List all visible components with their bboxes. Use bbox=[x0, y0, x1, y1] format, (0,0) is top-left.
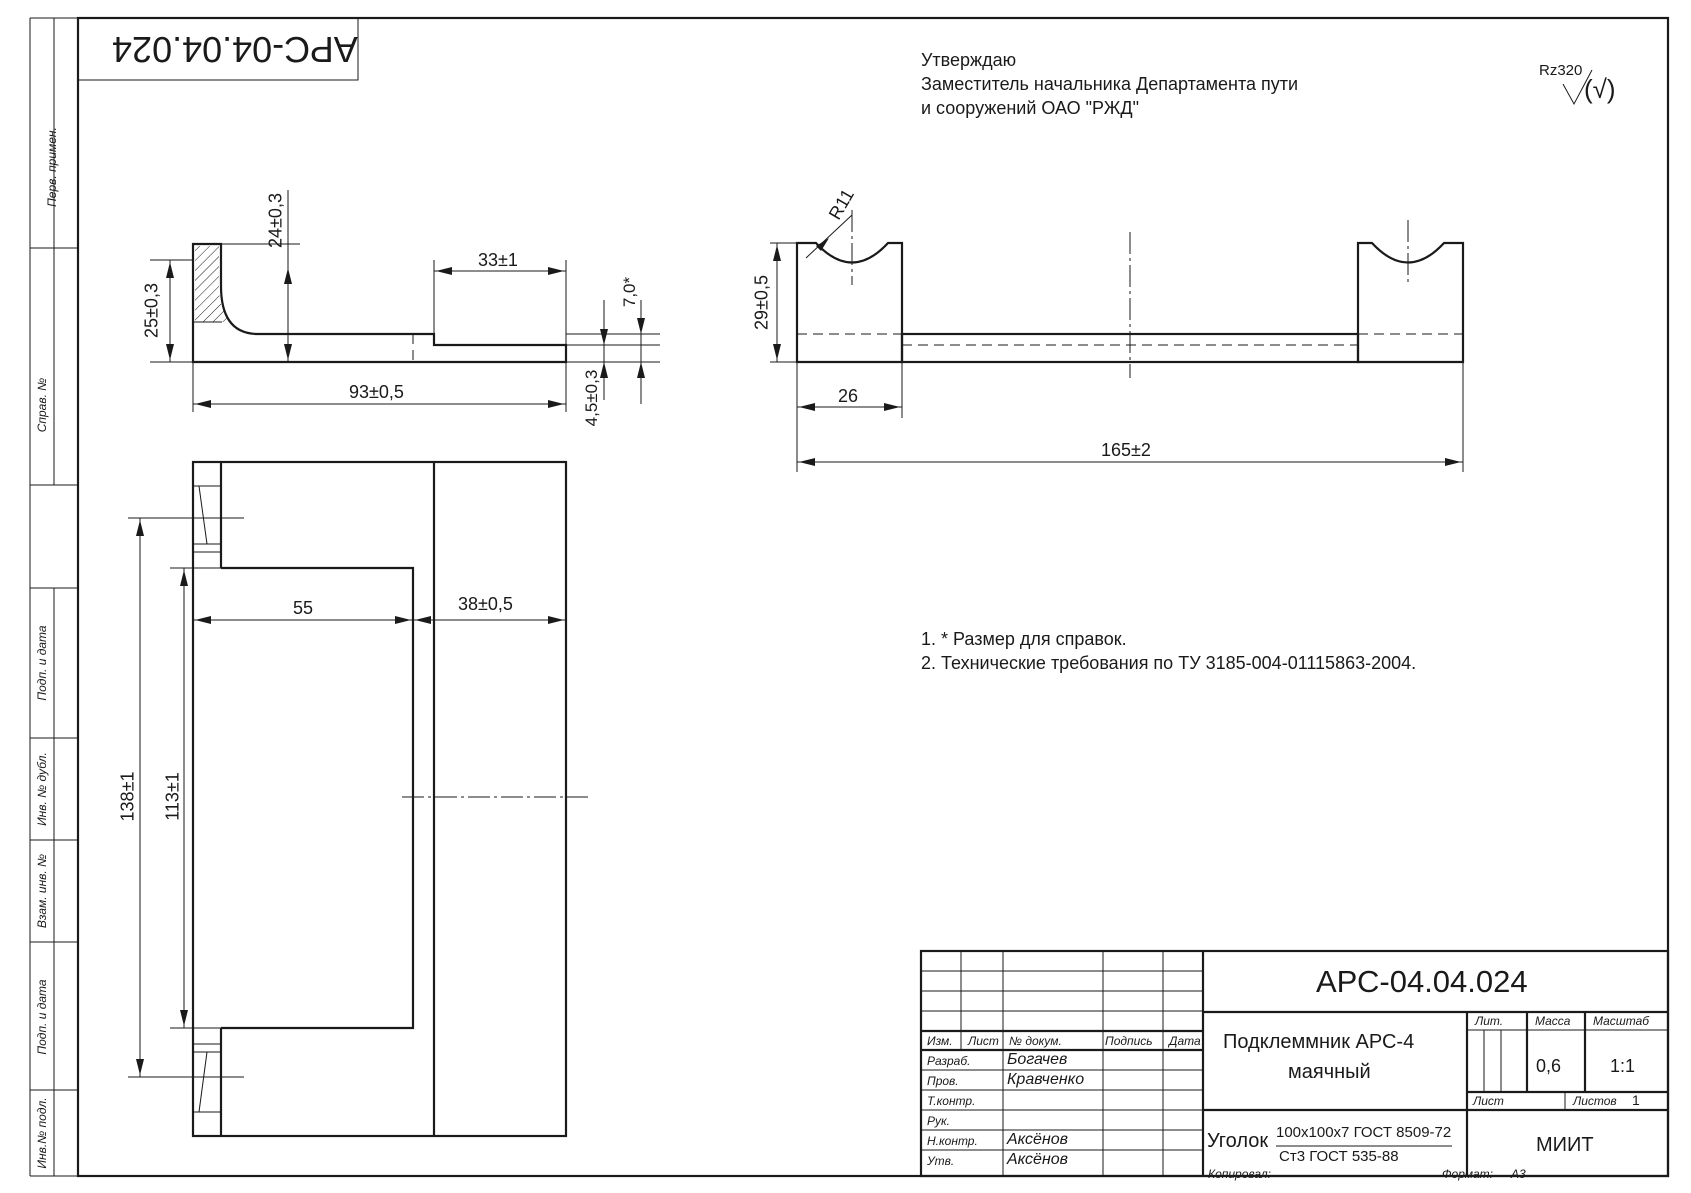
title-block-grid bbox=[919, 949, 1670, 1178]
massa-label: Масса bbox=[1535, 1014, 1571, 1028]
side-label-sprav-no: Справ. № bbox=[35, 377, 49, 433]
title-block-code: АРС-04.04.024 bbox=[1316, 964, 1528, 999]
material-prefix: Уголок bbox=[1207, 1130, 1269, 1152]
format-value: А3 bbox=[1511, 1167, 1526, 1181]
approval-line-3: и сооружений ОАО "РЖД" bbox=[921, 98, 1140, 118]
side-label-podp-data-1: Подп. и дата bbox=[35, 625, 49, 701]
dim-25: 25±0,3 bbox=[141, 283, 162, 338]
dim-29: 29±0,5 bbox=[751, 275, 772, 330]
roughness-symbol bbox=[1562, 69, 1593, 106]
dim-38: 38±0,5 bbox=[458, 594, 513, 614]
drawing-frame bbox=[76, 16, 1670, 1178]
listov-label: Листов bbox=[1573, 1094, 1617, 1108]
roughness-bracket: (√) bbox=[1584, 74, 1616, 104]
note-1: 1. * Размер для справок. bbox=[921, 629, 1127, 649]
listov-value: 1 bbox=[1632, 1092, 1640, 1108]
dim-33: 33±1 bbox=[478, 250, 518, 270]
col-data: Дата bbox=[1169, 1034, 1201, 1048]
organization: МИИТ bbox=[1536, 1134, 1594, 1156]
side-label-strip bbox=[29, 17, 78, 1177]
utv-name: Аксёнов bbox=[1007, 1151, 1068, 1168]
prov-label: Пров. bbox=[927, 1074, 959, 1088]
masshtab-value: 1:1 bbox=[1610, 1056, 1636, 1076]
side-label-podp-data-2: Подп. и дата bbox=[35, 979, 49, 1055]
part-name-line-2: маячный bbox=[1288, 1061, 1371, 1083]
dim-93: 93±0,5 bbox=[349, 382, 404, 402]
list-label: Лист bbox=[1473, 1094, 1504, 1108]
note-2: 2. Технические требования по ТУ 3185-004… bbox=[921, 653, 1417, 673]
part-name-line-1: Подклеммник АРС-4 bbox=[1223, 1031, 1415, 1053]
approval-line-1: Утверждаю bbox=[921, 50, 1017, 70]
format-label: Формат: bbox=[1442, 1167, 1493, 1181]
razrab-name: Богачев bbox=[1007, 1051, 1068, 1068]
prov-name: Кравченко bbox=[1007, 1071, 1085, 1088]
approval-line-2: Заместитель начальника Департамента пути bbox=[921, 74, 1299, 94]
dim-26: 26 bbox=[838, 386, 859, 406]
dim-165: 165±2 bbox=[1101, 440, 1151, 460]
razrab-label: Разраб. bbox=[927, 1054, 971, 1068]
tkontr-label: Т.контр. bbox=[927, 1094, 976, 1108]
side-profile-view bbox=[150, 190, 660, 412]
material-bottom: Ст3 ГОСТ 535-88 bbox=[1279, 1148, 1399, 1165]
side-label-inv-podl: Инв.№ подл. bbox=[35, 1097, 49, 1169]
rotated-drawing-code: АРС-04.04.024 bbox=[112, 29, 358, 70]
col-podpis: Подпись bbox=[1105, 1034, 1153, 1048]
col-dokum: № докум. bbox=[1009, 1034, 1062, 1048]
dim-7: 7,0* bbox=[620, 276, 639, 308]
col-izm: Изм. bbox=[927, 1034, 953, 1048]
kopiroval-label: Копировал: bbox=[1208, 1167, 1272, 1181]
lit-label: Лит. bbox=[1475, 1014, 1504, 1028]
plan-view bbox=[128, 460, 588, 1138]
roughness-label: Rz320 bbox=[1539, 62, 1583, 79]
utv-label: Утв. bbox=[927, 1154, 955, 1168]
dim-55: 55 bbox=[293, 598, 314, 618]
side-label-perv-primen: Перв. примен. bbox=[45, 127, 59, 207]
nkontr-label: Н.контр. bbox=[927, 1134, 978, 1148]
material-top: 100х100х7 ГОСТ 8509-72 bbox=[1276, 1124, 1452, 1141]
side-label-vzam-inv: Взам. инв. № bbox=[35, 853, 49, 929]
dim-138: 138±1 bbox=[117, 771, 138, 822]
dim-113: 113±1 bbox=[162, 772, 183, 821]
rotated-code-box bbox=[77, 17, 359, 81]
ruk-label: Рук. bbox=[927, 1114, 951, 1128]
dim-4-5: 4,5±0,3 bbox=[582, 369, 601, 427]
front-view bbox=[770, 210, 1465, 472]
dim-24: 24±0,3 bbox=[265, 193, 286, 248]
col-list: Лист bbox=[968, 1034, 999, 1048]
nkontr-name: Аксёнов bbox=[1007, 1131, 1068, 1148]
masshtab-label: Масштаб bbox=[1593, 1014, 1650, 1028]
massa-value: 0,6 bbox=[1536, 1056, 1562, 1076]
